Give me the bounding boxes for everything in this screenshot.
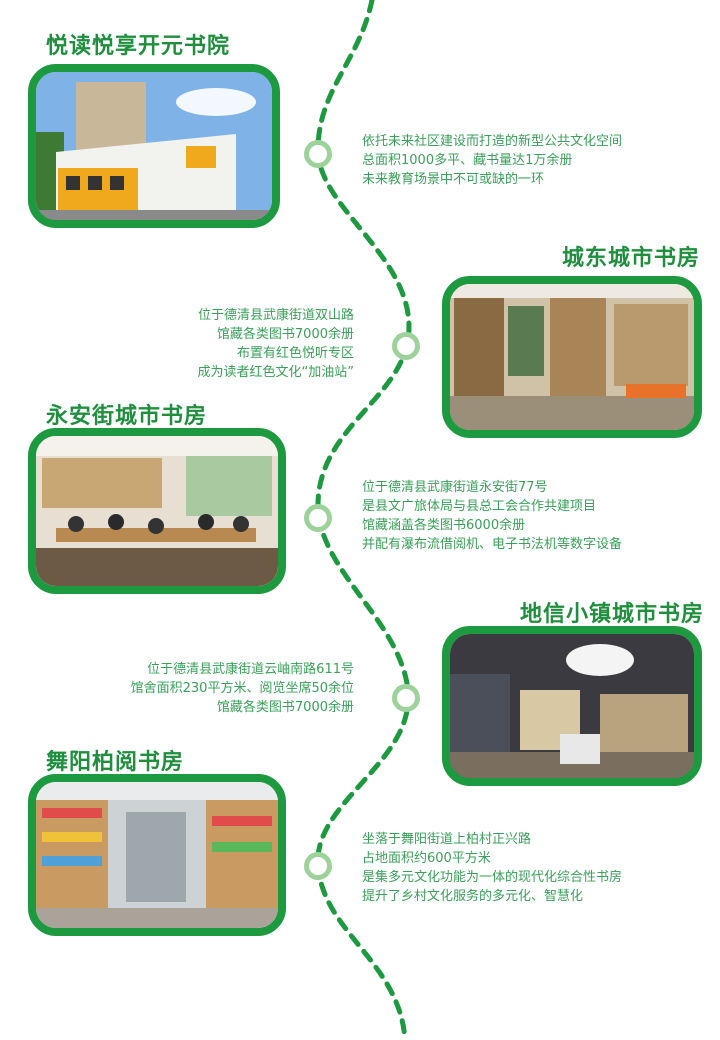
- desc-line: 成为读者红色文化“加油站”: [197, 365, 354, 380]
- desc-line: 是县文广旅体局与县总工会合作共建项目: [362, 499, 597, 514]
- timeline-node-3: [304, 504, 332, 532]
- section-desc-3: 位于德清县武康街道永安街77号 是县文广旅体局与县总工会合作共建项目 馆藏涵盖各…: [362, 478, 622, 554]
- timeline-node-2: [392, 332, 420, 360]
- photo-chengdong-bookroom: [442, 276, 702, 438]
- desc-line: 馆藏涵盖各类图书6000余册: [362, 518, 526, 533]
- photo-baiyue-bookroom: [28, 774, 286, 936]
- photo-yongan-bookroom: [28, 428, 286, 594]
- section-title-1: 悦读悦享开元书院: [46, 33, 231, 59]
- section-title-5: 舞阳柏阅书房: [46, 749, 185, 775]
- photo-kaiyuan-academy: [28, 64, 280, 228]
- section-title-3: 永安街城市书房: [46, 403, 208, 429]
- section-desc-2: 位于德清县武康街道双山路 馆藏各类图书7000余册 布置有红色悦听专区 成为读者…: [198, 306, 354, 382]
- section-desc-1: 依托未来社区建设而打造的新型公共文化空间 总面积1000多平、藏书量达1万余册 …: [362, 132, 622, 189]
- desc-line: 占地面积约600平方米: [362, 851, 491, 866]
- desc-line: 未来教育场景中不可或缺的一环: [362, 172, 545, 187]
- desc-line: 馆舍面积230平方米、阅览坐席50余位: [130, 681, 354, 696]
- timeline-node-5: [304, 852, 332, 880]
- desc-line: 并配有瀑布流借阅机、电子书法机等数字设备: [362, 537, 623, 552]
- section-desc-4: 位于德清县武康街道云岫南路611号 馆舍面积230平方米、阅览坐席50余位 馆藏…: [131, 660, 354, 717]
- desc-line: 位于德清县武康街道永安街77号: [362, 480, 548, 495]
- section-title-2: 城东城市书房: [562, 245, 701, 271]
- timeline-node-1: [304, 140, 332, 168]
- section-desc-5: 坐落于舞阳街道上柏村正兴路 占地面积约600平方米 是集多元文化功能为一体的现代…: [362, 830, 622, 906]
- desc-line: 总面积1000多平、藏书量达1万余册: [362, 153, 573, 168]
- desc-line: 馆藏各类图书7000余册: [216, 700, 354, 715]
- photo-dixin-town-bookroom: [442, 626, 702, 786]
- timeline-node-4: [392, 684, 420, 712]
- desc-line: 坐落于舞阳街道上柏村正兴路: [362, 832, 532, 847]
- section-title-4: 地信小镇城市书房: [520, 601, 705, 627]
- desc-line: 位于德清县武康街道云岫南路611号: [147, 662, 354, 677]
- desc-line: 依托未来社区建设而打造的新型公共文化空间: [362, 134, 623, 149]
- desc-line: 位于德清县武康街道双山路: [197, 308, 354, 323]
- desc-line: 是集多元文化功能为一体的现代化综合性书房: [362, 870, 623, 885]
- desc-line: 馆藏各类图书7000余册: [216, 327, 354, 342]
- desc-line: 布置有红色悦听专区: [236, 346, 354, 361]
- desc-line: 提升了乡村文化服务的多元化、智慧化: [362, 889, 584, 904]
